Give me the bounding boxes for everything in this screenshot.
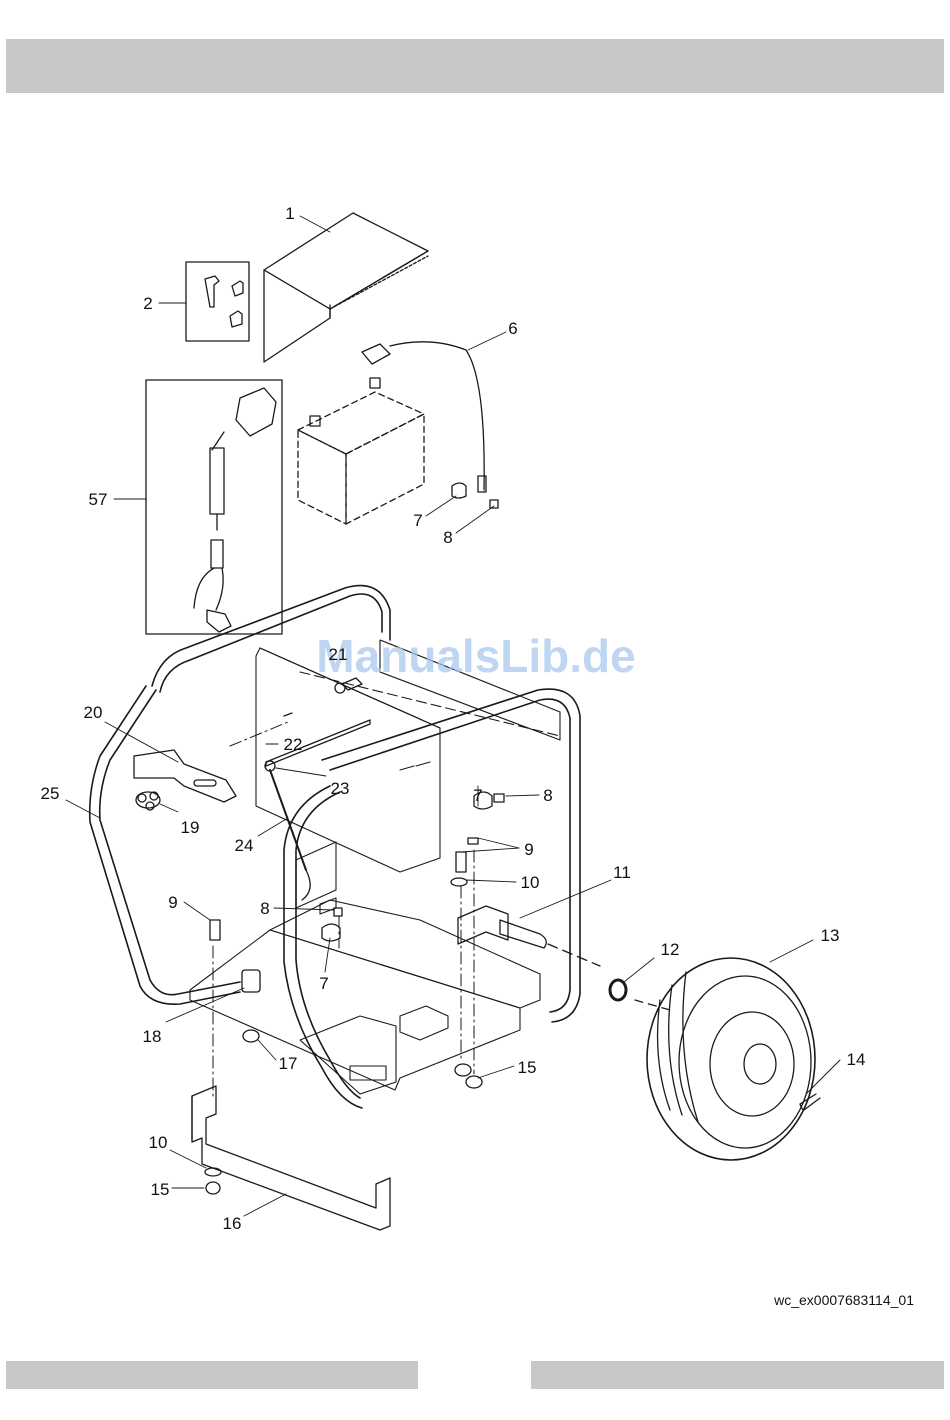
callout-22: 22	[284, 735, 303, 754]
callout-17: 17	[279, 1054, 298, 1073]
battery-cover	[264, 213, 428, 362]
callout-9-base: 9	[168, 893, 177, 912]
callout-15-axle: 15	[518, 1058, 537, 1077]
callout-23: 23	[331, 779, 350, 798]
callout-10-frame: 10	[521, 873, 540, 892]
washer	[610, 980, 626, 1000]
callout-10-lower: 10	[149, 1133, 168, 1152]
callout-25: 25	[41, 784, 60, 803]
wheel	[635, 958, 815, 1160]
callout-9-frame: 9	[524, 840, 533, 859]
drawing-reference-code: wc_ex0007683114_01	[773, 1292, 914, 1308]
callout-19: 19	[181, 818, 200, 837]
callout-8-frame: 8	[543, 786, 552, 805]
callout-7-frame: 7	[473, 786, 482, 805]
callout-21: 21	[329, 645, 348, 664]
latch-kit-box	[186, 262, 249, 341]
plug-connector	[136, 792, 160, 810]
callout-7-battery: 7	[413, 511, 422, 530]
battery-outline	[298, 392, 424, 524]
battery-cable	[362, 342, 498, 508]
callout-8-base: 8	[260, 899, 269, 918]
hold-down-rod	[265, 720, 370, 900]
support-bracket	[134, 750, 236, 802]
callout-12: 12	[661, 940, 680, 959]
callout-2: 2	[143, 294, 152, 313]
callout-14: 14	[847, 1050, 866, 1069]
cable-kit-box	[146, 380, 282, 634]
callout-13: 13	[821, 926, 840, 945]
base-frame-panels	[190, 640, 560, 1094]
watermark-text: ManualsLib.de	[316, 630, 635, 682]
callout-24: 24	[235, 836, 254, 855]
callout-6: 6	[508, 319, 517, 338]
callout-20: 20	[84, 703, 103, 722]
callout-16: 16	[223, 1214, 242, 1233]
callout-8-battery: 8	[443, 528, 452, 547]
bolts-misc	[205, 678, 504, 1194]
callout-15-lower: 15	[151, 1180, 170, 1199]
callout-57: 57	[89, 490, 108, 509]
callout-7-base: 7	[319, 974, 328, 993]
battery-terminals	[310, 378, 380, 426]
callout-1: 1	[285, 204, 294, 223]
axle-bracket	[458, 906, 600, 966]
callout-11: 11	[613, 863, 631, 882]
callout-18: 18	[143, 1027, 162, 1046]
